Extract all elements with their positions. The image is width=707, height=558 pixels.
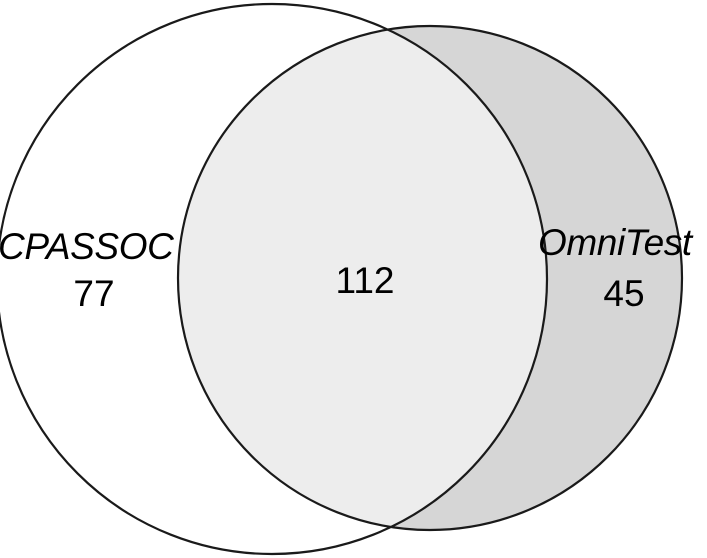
set-count-omnitest: 45 — [603, 273, 644, 314]
set-outline-omnitest — [176, 24, 684, 532]
set-label-omnitest: OmniTest — [538, 222, 694, 263]
set-count-cpassoc: 77 — [73, 273, 114, 314]
set-label-cpassoc: CPASSOC — [0, 226, 174, 267]
intersection-region — [178, 26, 547, 530]
set-outline-cpassoc — [0, 2, 549, 556]
intersection-count: 112 — [336, 260, 395, 301]
